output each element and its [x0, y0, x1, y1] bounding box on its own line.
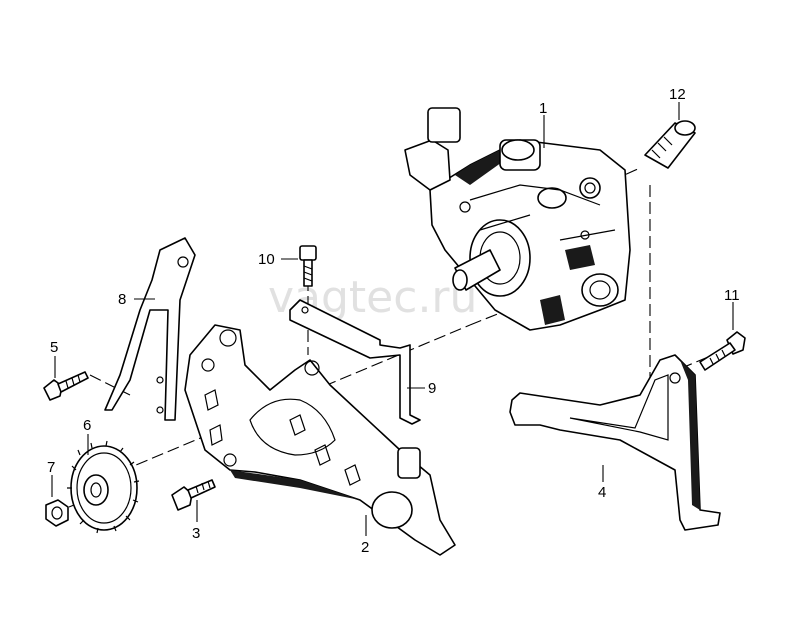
callout-6: 6	[83, 417, 91, 434]
callout-2: 2	[361, 539, 369, 556]
callout-11: 11	[724, 287, 740, 304]
bracket-strap-part-9	[289, 299, 421, 425]
callout-1: 1	[539, 100, 547, 117]
callout-12: 12	[669, 86, 686, 103]
callout-9: 9	[428, 380, 436, 397]
support-arm-part-8	[104, 237, 196, 421]
bolt-part-5	[43, 371, 89, 401]
bolt-part-10	[299, 245, 317, 287]
callout-3: 3	[192, 525, 200, 542]
nut-part-7	[45, 499, 69, 527]
high-pressure-pump	[404, 107, 631, 331]
callout-labels: 1 2 3 4 5 6 7 8 9 10 11 12	[47, 86, 740, 556]
threaded-union-part-12	[644, 120, 696, 169]
bolt-part-3	[171, 479, 216, 511]
callout-7: 7	[47, 459, 55, 476]
callout-8: 8	[118, 291, 126, 308]
callout-10: 10	[258, 251, 275, 268]
callout-4: 4	[598, 484, 606, 501]
main-bracket-part-2	[184, 324, 456, 556]
sprocket-part-6	[67, 440, 140, 534]
leader-lines	[51, 102, 734, 536]
bolt-part-11	[699, 331, 746, 371]
callout-5: 5	[50, 339, 58, 356]
support-bracket-part-4	[509, 354, 721, 531]
